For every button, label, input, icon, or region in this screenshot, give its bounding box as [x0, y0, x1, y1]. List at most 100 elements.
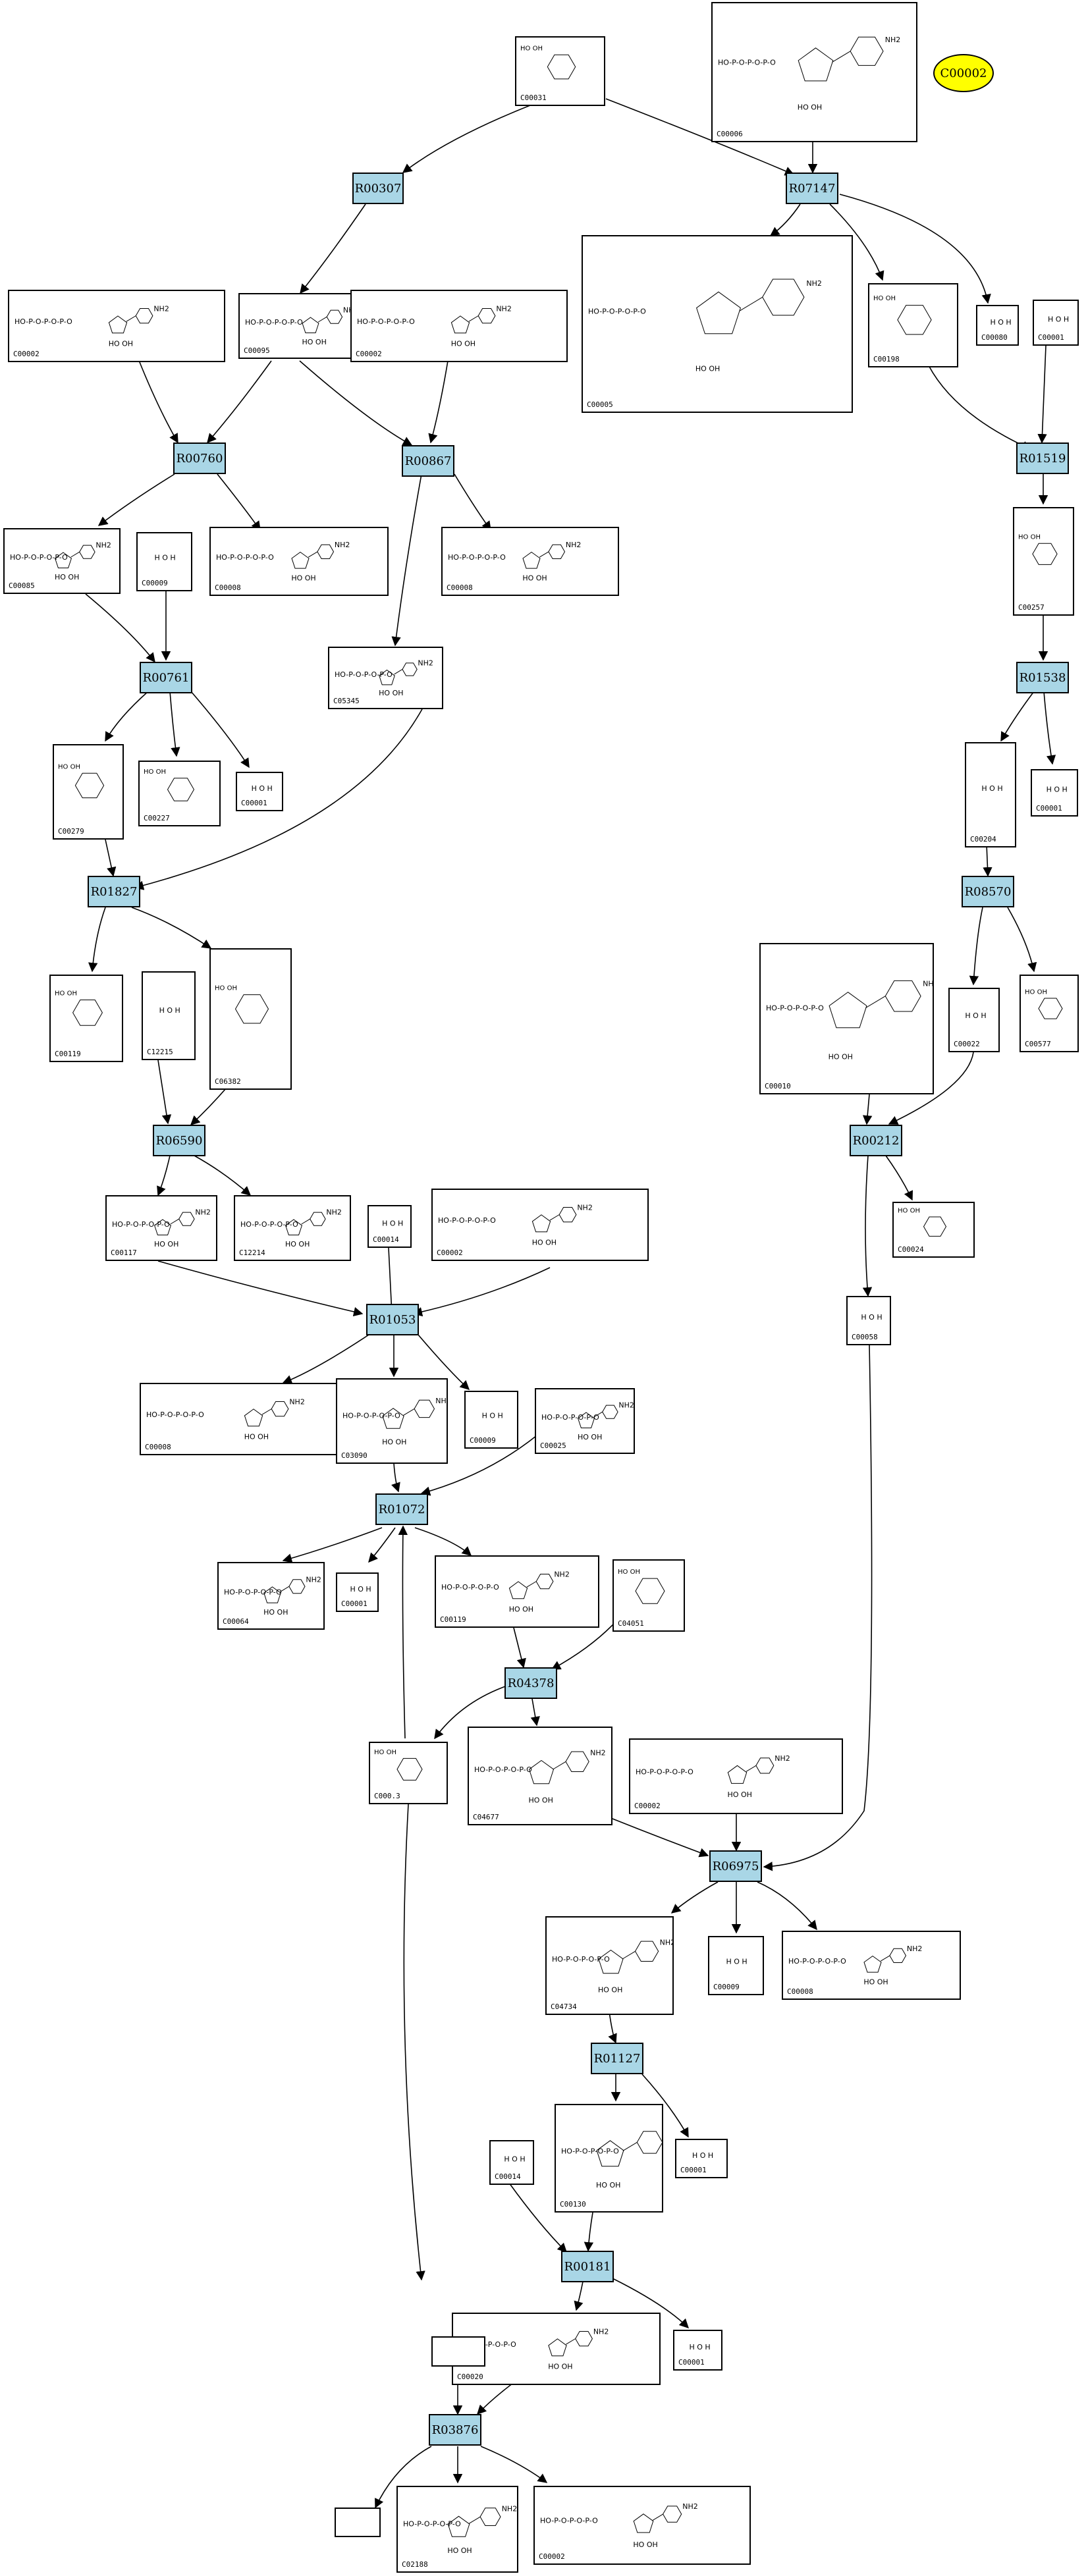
svg-text:NH2: NH2 [153, 304, 169, 313]
reaction-r00212[interactable]: R00212 [850, 1125, 902, 1156]
reaction-r01519[interactable]: R01519 [1016, 443, 1069, 474]
reaction-r08570[interactable]: R08570 [962, 876, 1014, 907]
compound-id-label: C00002 [437, 1248, 463, 1257]
svg-text:HO-P-O-P-O-P-O: HO-P-O-P-O-P-O [216, 553, 274, 562]
svg-text:HO OH: HO OH [55, 573, 79, 581]
svg-text:HO-P-O-P-O-P-O: HO-P-O-P-O-P-O [766, 1004, 824, 1013]
svg-text:HO-P-O-P-O-P-O: HO-P-O-P-O-P-O [561, 2147, 619, 2155]
svg-text:NH2: NH2 [923, 980, 933, 988]
compound-id-label: C00080 [981, 333, 1008, 342]
reaction-r03876[interactable]: R03876 [429, 2414, 481, 2446]
svg-text:HO-P-O-P-O-P-O: HO-P-O-P-O-P-O [636, 1767, 694, 1776]
svg-text:HO-P-O-P-O-P-O: HO-P-O-P-O-P-O [14, 317, 72, 326]
reaction-r01072[interactable]: R01072 [375, 1493, 428, 1525]
reaction-r01053[interactable]: R01053 [366, 1304, 419, 1335]
svg-text:HO OH: HO OH [633, 2540, 657, 2549]
svg-text:NH2: NH2 [907, 1945, 923, 1953]
compound-empty[interactable] [335, 2508, 381, 2537]
reaction-r00761[interactable]: R00761 [140, 662, 192, 693]
compound-id-label: C04677 [473, 1813, 499, 1821]
compound-c03090[interactable]: HO-P-O-P-O-P-OHO OHNH2C03090 [336, 1378, 448, 1464]
compound-c00130[interactable]: HO-P-O-P-O-P-OHO OHNH2C00130 [555, 2104, 663, 2213]
compound-c00010[interactable]: HO-P-O-P-O-P-OHO OHNH2C00010 [759, 943, 934, 1094]
compound-id-label: C03090 [341, 1451, 367, 1460]
svg-text:HO OH: HO OH [263, 1608, 288, 1617]
reaction-r07147[interactable]: R07147 [786, 173, 838, 204]
svg-text:HO OH: HO OH [798, 103, 822, 111]
reaction-r06590[interactable]: R06590 [153, 1125, 205, 1156]
compound-id-label: C00002 [539, 2552, 565, 2561]
svg-text:NH2: NH2 [95, 541, 111, 550]
reaction-r00181[interactable]: R00181 [561, 2251, 614, 2282]
compound-id-label: C04734 [551, 2002, 577, 2011]
reaction-r00867[interactable]: R00867 [402, 445, 454, 477]
compound-c04734[interactable]: HO-P-O-P-O-P-OHO OHNH2C04734 [545, 1916, 674, 2015]
compound-empty[interactable] [431, 2336, 485, 2367]
svg-text:H O H: H O H [981, 784, 1002, 793]
reaction-r00307[interactable]: R00307 [352, 173, 404, 204]
structure-drawing: H O H [155, 554, 176, 562]
reaction-r04378[interactable]: R04378 [504, 1667, 557, 1699]
svg-text:HO-P-O-P-O-P-O: HO-P-O-P-O-P-O [441, 1583, 499, 1592]
reaction-r06975[interactable]: R06975 [709, 1850, 762, 1882]
svg-text:HO OH: HO OH [898, 1208, 920, 1215]
compound-id-label: C00025 [540, 1441, 566, 1450]
compound-id-label: C12215 [147, 1048, 173, 1056]
reaction-r01127[interactable]: R01127 [591, 2043, 643, 2074]
reaction-r00760[interactable]: R00760 [173, 443, 226, 474]
svg-text:NH2: NH2 [577, 1203, 593, 1212]
reaction-r01538[interactable]: R01538 [1016, 662, 1069, 693]
reaction-r01827[interactable]: R01827 [88, 876, 140, 907]
